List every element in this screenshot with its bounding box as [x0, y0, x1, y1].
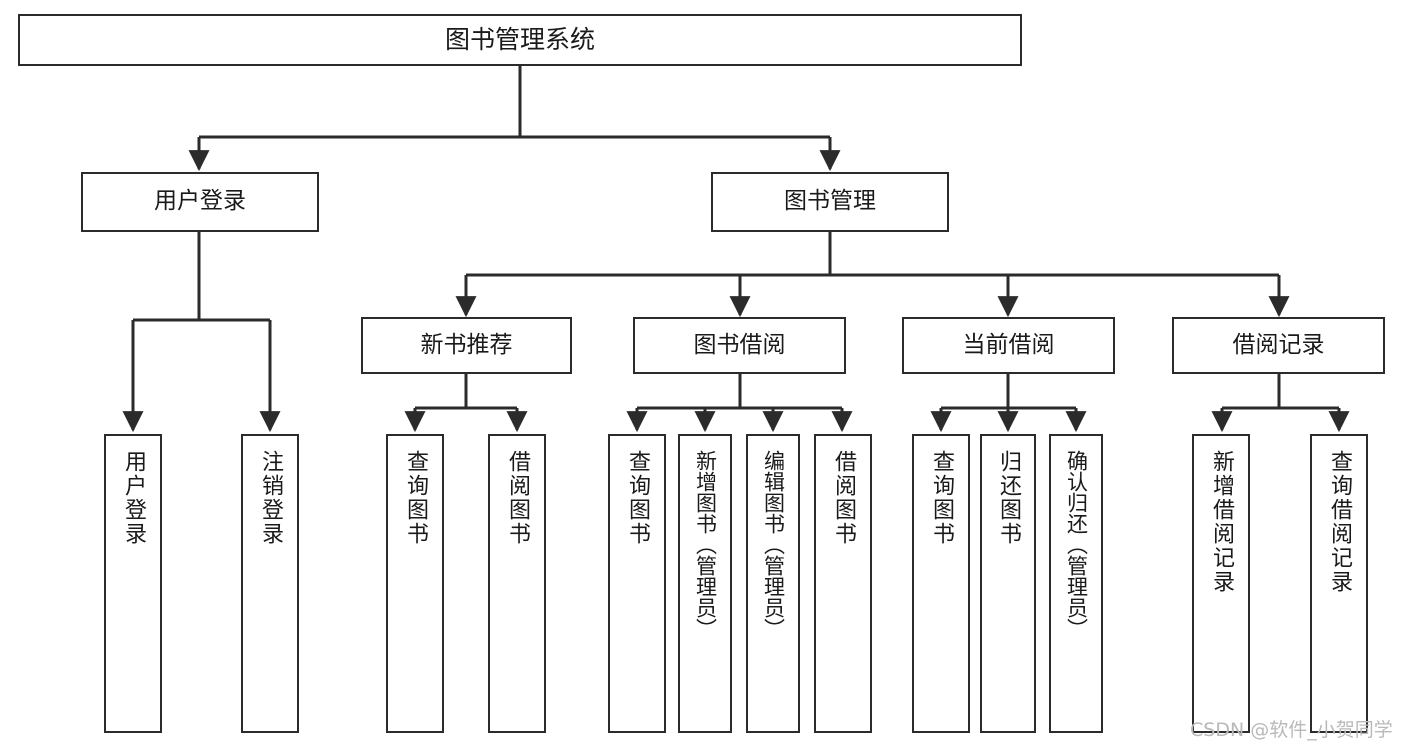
- node-leaf-query-book-c-label: 查询图书: [929, 450, 954, 546]
- node-book-borrow-label: 图书借阅: [693, 331, 786, 358]
- node-leaf-borrow-book-b[interactable]: 借阅图书: [814, 434, 872, 733]
- node-leaf-logout-label: 注销登录: [258, 450, 283, 546]
- node-root[interactable]: 图书管理系统: [18, 14, 1022, 66]
- node-user-login-label: 用户登录: [154, 188, 246, 215]
- node-leaf-edit-book-label: 编辑图书（管理员）: [761, 450, 786, 639]
- node-book-manage[interactable]: 图书管理: [711, 172, 949, 232]
- node-borrow-record-label: 借阅记录: [1232, 331, 1325, 358]
- node-leaf-confirm-return-label: 确认归还（管理员）: [1064, 450, 1089, 639]
- node-leaf-borrow-book-a[interactable]: 借阅图书: [488, 434, 546, 733]
- node-new-book-rec[interactable]: 新书推荐: [361, 317, 572, 374]
- node-leaf-query-book-c[interactable]: 查询图书: [912, 434, 970, 733]
- node-leaf-add-book-label: 新增图书（管理员）: [693, 450, 718, 639]
- node-leaf-query-book-b-label: 查询图书: [625, 450, 650, 546]
- node-leaf-edit-book[interactable]: 编辑图书（管理员）: [746, 434, 800, 733]
- node-leaf-confirm-return[interactable]: 确认归还（管理员）: [1049, 434, 1103, 733]
- node-leaf-add-record[interactable]: 新增借阅记录: [1192, 434, 1250, 733]
- node-leaf-query-book-a[interactable]: 查询图书: [386, 434, 444, 733]
- node-leaf-return-book[interactable]: 归还图书: [980, 434, 1036, 733]
- node-leaf-logout[interactable]: 注销登录: [241, 434, 299, 733]
- node-root-label: 图书管理系统: [444, 25, 595, 55]
- node-leaf-borrow-book-b-label: 借阅图书: [831, 450, 856, 546]
- node-new-book-rec-label: 新书推荐: [420, 331, 513, 358]
- node-leaf-add-record-label: 新增借阅记录: [1209, 450, 1234, 594]
- node-leaf-query-record[interactable]: 查询借阅记录: [1310, 434, 1368, 733]
- node-current-borrow-label: 当前借阅: [962, 331, 1055, 358]
- node-borrow-record[interactable]: 借阅记录: [1172, 317, 1385, 374]
- node-leaf-query-book-a-label: 查询图书: [403, 450, 428, 546]
- node-leaf-query-record-label: 查询借阅记录: [1327, 450, 1352, 594]
- node-leaf-user-login-label: 用户登录: [121, 450, 146, 546]
- node-leaf-borrow-book-a-label: 借阅图书: [505, 450, 530, 546]
- node-book-manage-label: 图书管理: [784, 188, 876, 215]
- node-user-login[interactable]: 用户登录: [81, 172, 319, 232]
- node-book-borrow[interactable]: 图书借阅: [633, 317, 846, 374]
- node-leaf-query-book-b[interactable]: 查询图书: [608, 434, 666, 733]
- node-leaf-user-login[interactable]: 用户登录: [104, 434, 162, 733]
- node-current-borrow[interactable]: 当前借阅: [902, 317, 1115, 374]
- node-leaf-return-book-label: 归还图书: [996, 450, 1021, 546]
- csdn-watermark: CSDN @软件_小贺同学: [1190, 719, 1393, 741]
- node-leaf-add-book[interactable]: 新增图书（管理员）: [678, 434, 732, 733]
